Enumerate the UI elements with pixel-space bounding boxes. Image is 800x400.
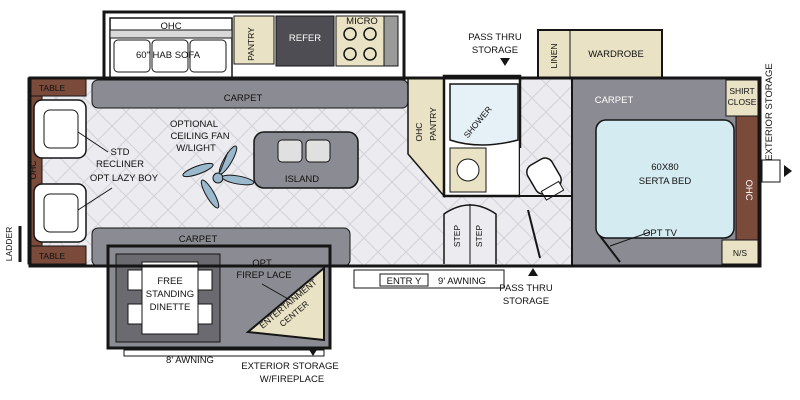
entertainment-center [245,265,325,342]
label-dinette-2: STANDING [146,289,194,300]
label-ladder: LADDER [4,227,14,261]
stove-microwave [335,15,385,67]
label-table-bottom: TABLE [39,251,66,261]
label-sofa: 60" HAB SOFA [136,50,201,61]
label-awning-9: 9' AWNING [438,276,486,287]
exterior-storage-door [761,159,781,183]
label-ohc-right: OHC [743,179,754,200]
label-opt-tv: OPT TV [643,228,678,239]
stove-side [383,15,399,67]
recliner-top-seat [43,109,79,149]
label-wardrobe: WARDROBE [588,49,644,60]
label-opt-lazy-boy: OPT LAZY BOY [90,173,159,184]
leader-line [261,283,291,301]
label-pass-thru-bottom-1: PASS THRU [499,283,553,294]
bath-door-swing [527,209,541,259]
recliner-bottom-seat [43,193,79,233]
burner-icon [363,27,377,41]
label-entry: ENTR Y [387,276,422,287]
label-optional-fan-2: CEILING FAN [170,131,229,142]
exterior-storage-arrow-icon [308,348,318,356]
label-optional-fan-1: OPTIONAL [170,119,218,130]
serta-bed [595,119,735,239]
label-awning-8: 8' AWNING [166,355,214,366]
label-table-top: TABLE [39,83,66,93]
hull-wall [28,76,762,268]
label-linen: LINEN [549,43,559,68]
label-pass-thru-bottom-2: STORAGE [503,296,549,307]
label-ext-storage-fp-1: EXTERIOR STORAGE [241,361,338,372]
label-ext-storage-right: EXTERIOR STORAGE [764,63,775,160]
label-ext-storage-fp-2: W/FIREPLACE [260,374,324,385]
label-ohc-left: OHC [28,161,38,180]
ceiling-fan-icon [182,145,255,209]
label-shirt-2: CLOSE [728,97,757,107]
table-bottom-block [27,245,87,265]
label-island: ISLAND [285,174,319,185]
leader-line [77,187,113,211]
label-optional-fan-3: W/LIGHT [176,143,216,154]
pantry-cabinet [233,15,275,65]
burner-icon [343,47,357,61]
label-dinette-3: DINETTE [150,302,191,313]
awning-8-bar [123,349,325,357]
label-ohc-pantry-2: PANTRY [428,107,438,141]
sofa-cushion [189,39,227,73]
leader-line [77,131,109,153]
sofa-back [109,29,233,39]
label-bed-1: 60X80 [651,162,678,173]
label-refer: REFER [289,33,321,44]
label-pass-thru-top-2: STORAGE [472,45,518,56]
exterior-storage-arrow-icon [784,165,792,177]
island-sink-left [277,139,303,163]
nightstand [721,239,759,265]
label-dinette-1: FREE [157,276,182,287]
entry-door [379,273,429,287]
dinette-chair [127,269,143,291]
label-step-1: STEP [452,225,462,248]
label-carpet-bedroom: CARPET [595,95,634,106]
label-shirt-1: SHIRT [729,86,754,96]
bath-sink-basin [456,158,480,182]
tv-leader [599,235,621,263]
label-bed-2: SERTA BED [639,176,692,187]
pass-thru-bottom-arrow-icon [528,268,538,276]
label-carpet-top: CARPET [224,93,263,104]
label-recliner: RECLINER [96,159,144,170]
linen-wardrobe-block [537,29,663,79]
label-ohc-top: OHC [160,21,181,32]
dinette-table [141,261,199,335]
shower-stall [449,83,519,146]
label-ns: N/S [733,248,748,258]
sofa-cushion [113,39,151,73]
burner-icon [343,27,357,41]
leader-line [609,231,651,247]
label-pass-thru-top-1: PASS THRU [468,32,522,43]
pass-thru-top-arrow-icon [500,58,510,66]
dinette-chair [197,269,213,291]
label-ohc-pantry-1: OHC [414,123,424,142]
leader-line [219,151,229,173]
label-carpet-bottom: CARPET [179,234,218,245]
label-opt-fireplace-1: OPT [252,258,272,269]
label-step-2: STEP [474,225,484,248]
label-std: STD [111,147,130,158]
dinette-chair [127,303,143,325]
island-sink-right [305,139,331,163]
label-opt-fireplace-2: FIREP LACE [236,270,291,281]
sofa-cushion [151,39,189,73]
dinette-chair [197,303,213,325]
rear-cap [735,115,759,241]
label-pantry-left: PANTRY [246,27,256,61]
burner-icon [363,47,377,61]
label-micro: MICRO [346,16,378,27]
refrigerator [275,15,335,67]
